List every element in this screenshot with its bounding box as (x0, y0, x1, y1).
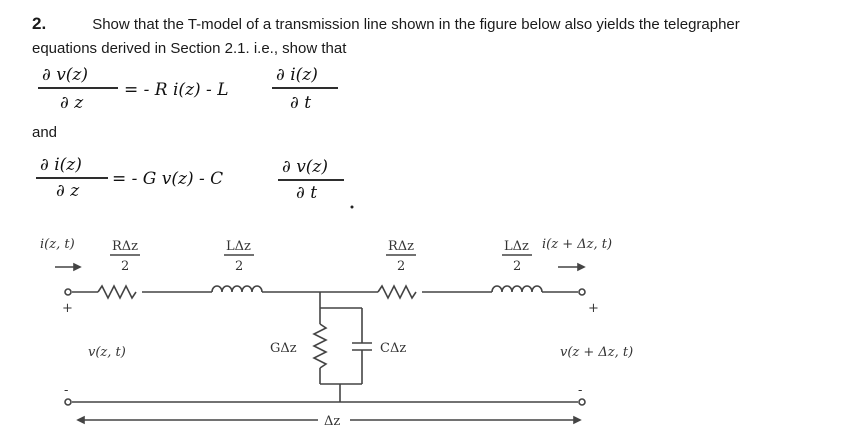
t-model-circuit (55, 254, 586, 425)
problem-line-1: 2. Show that the T-model of a transmissio… (32, 12, 832, 37)
stray-dot (350, 205, 354, 209)
label-i-right: i(z + Δz, t) (542, 237, 612, 252)
equation-1: ∂ v(z) ∂ z = - R i(z) - L ∂ i(z) ∂ t (38, 65, 338, 113)
label-i-left: i(z, t) (40, 237, 75, 252)
resistor-r1 (97, 284, 137, 300)
label-v-right: v(z + Δz, t) (560, 345, 633, 360)
problem-number: 2. (32, 14, 47, 33)
eq1-rhs-numerator: ∂ i(z) (276, 65, 318, 85)
problem-statement: 2. Show that the T-model of a transmissio… (32, 12, 832, 61)
conductance-g (312, 323, 328, 369)
label-l2-num: LΔz (504, 239, 529, 254)
terminal-bottom-right (578, 398, 586, 406)
label-r2-den: 2 (397, 259, 405, 274)
inductor-l1 (211, 285, 263, 293)
label-l1-den: 2 (235, 259, 243, 274)
label-plus-left: + (62, 301, 73, 316)
resistor-r2 (377, 284, 417, 300)
label-g: GΔz (270, 341, 297, 356)
label-minus-right: - (578, 383, 582, 398)
eq2-lhs-denominator: ∂ z (56, 181, 80, 201)
eq2-rhs-denominator: ∂ t (296, 183, 317, 203)
problem-text-1: Show that the T-model of a transmission … (92, 16, 740, 33)
circuit-labels: i(z, t) i(z + Δz, t) RΔz 2 LΔz 2 RΔz 2 L… (40, 237, 633, 429)
terminal-top-left (64, 288, 72, 296)
inductor-l2 (491, 285, 543, 293)
problem-text-2: equations derived in Section 2.1. i.e., … (32, 40, 347, 57)
label-minus-left: - (64, 383, 68, 398)
eq2-rhs-numerator: ∂ v(z) (282, 157, 328, 177)
eq1-rhs-denominator: ∂ t (290, 93, 311, 113)
label-r1-den: 2 (121, 259, 129, 274)
terminal-top-right (578, 288, 586, 296)
label-plus-right: + (588, 301, 599, 316)
label-l1-num: LΔz (226, 239, 251, 254)
eq1-middle: = - R i(z) - L (124, 80, 229, 100)
terminal-bottom-left (64, 398, 72, 406)
label-v-left: v(z, t) (88, 345, 126, 360)
eq1-lhs-denominator: ∂ z (60, 93, 84, 113)
current-arrowhead-right (577, 262, 586, 272)
eq1-lhs-numerator: ∂ v(z) (42, 65, 88, 85)
equation-2: ∂ i(z) ∂ z = - G v(z) - C ∂ v(z) ∂ t (36, 155, 344, 203)
label-r2-num: RΔz (388, 239, 414, 254)
current-arrowhead-left (73, 262, 82, 272)
and-label: and (32, 124, 58, 141)
eq2-lhs-numerator: ∂ i(z) (40, 155, 82, 175)
eq2-middle: = - G v(z) - C (112, 169, 223, 189)
label-l2-den: 2 (513, 259, 521, 274)
label-dz: Δz (324, 414, 340, 429)
dz-arrowhead-right (573, 415, 582, 425)
dz-arrowhead-left (76, 415, 85, 425)
label-c: CΔz (380, 341, 406, 356)
label-r1-num: RΔz (112, 239, 138, 254)
